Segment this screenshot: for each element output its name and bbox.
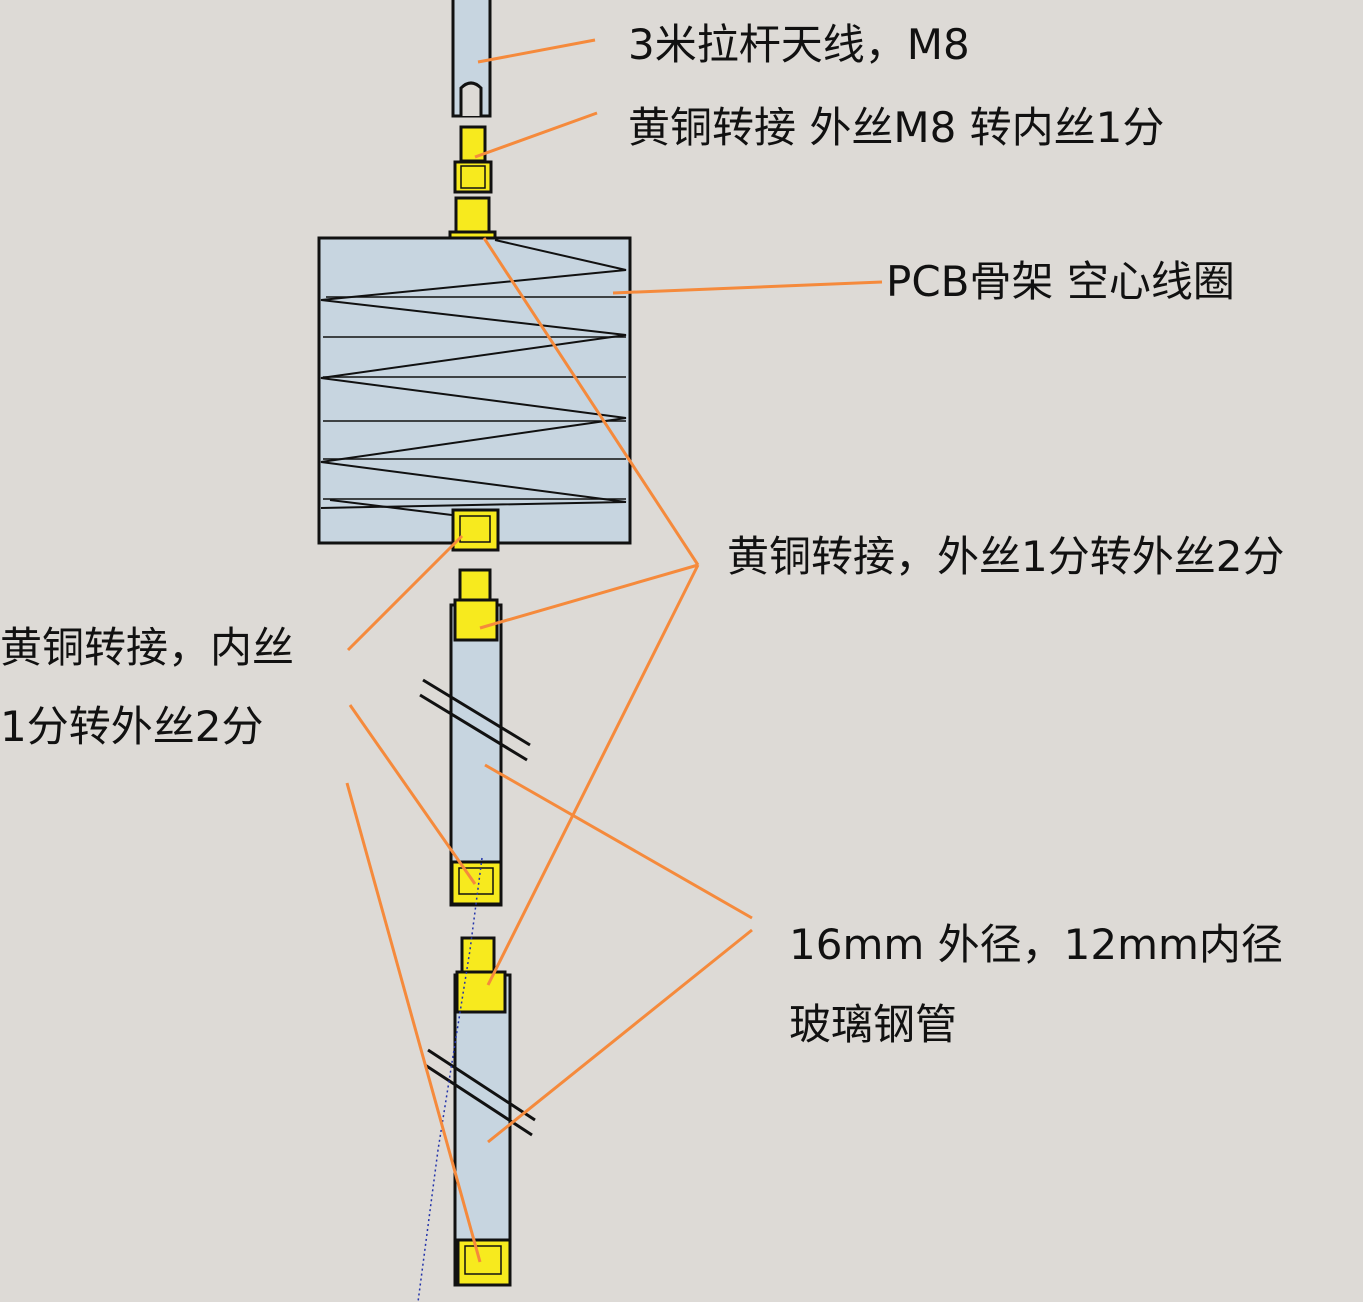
label-brass-adapter-female-line2: 1分转外丝2分 xyxy=(0,702,264,751)
label-antenna: 3米拉杆天线，M8 xyxy=(628,20,970,69)
label-brass-adapter-female-line1: 黄铜转接，内丝 xyxy=(0,623,295,672)
coil-winding xyxy=(320,239,627,509)
label-brass-adapter-male: 黄铜转接，外丝1分转外丝2分 xyxy=(727,532,1285,581)
label-brass-adapter-m8: 黄铜转接 外丝M8 转内丝1分 xyxy=(628,103,1165,152)
callout-lines xyxy=(345,38,883,1263)
label-tube-material: 玻璃钢管 xyxy=(789,1000,958,1049)
brass-adapter-coil-bottom xyxy=(451,508,500,552)
brass-adapter-m8 xyxy=(453,125,493,194)
pcb-coil-form xyxy=(317,236,632,545)
label-pcb-coil: PCB骨架 空心线圈 xyxy=(886,257,1235,306)
label-tube-dimensions: 16mm 外径，12mm内径 xyxy=(789,920,1283,969)
dotted-guide xyxy=(417,857,483,1302)
telescopic-antenna xyxy=(451,0,492,118)
fiberglass-tube-lower xyxy=(424,936,536,1287)
fiberglass-tube-upper xyxy=(419,568,531,907)
